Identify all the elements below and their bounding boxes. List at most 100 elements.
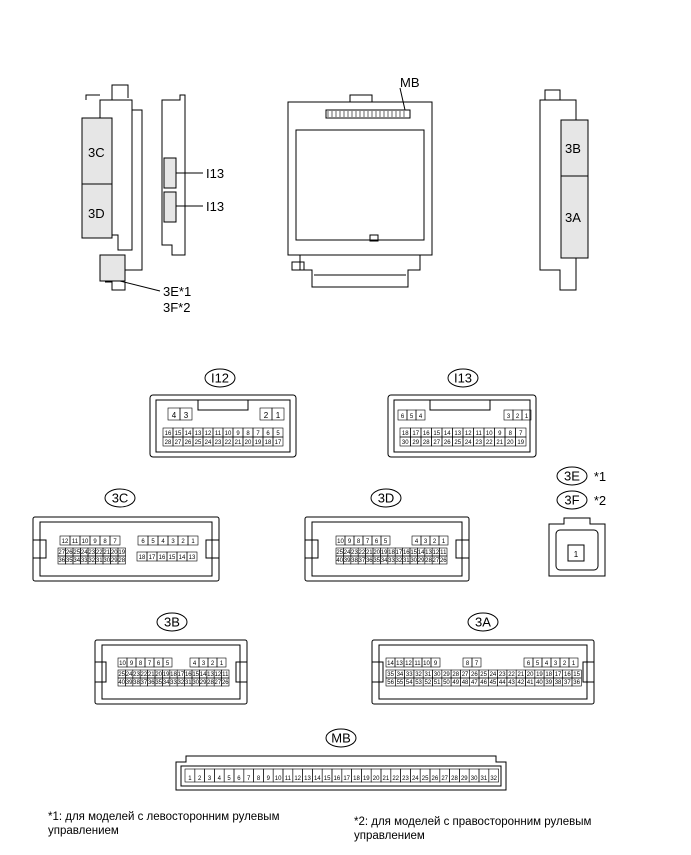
mb-row-pin: 12 [294,776,301,782]
i12-row-mid-pin: 11 [215,431,222,437]
c3c-row-top-right-cell [187,535,199,546]
i13-row-bot-pin: 27 [433,440,440,446]
i13-row-mid-pin: 13 [454,431,461,437]
c3c-row-bot-cell [117,555,126,565]
label-3e: 3E*1 [163,284,191,299]
c3a-row-top-left-pin: 9 [434,661,438,667]
label-3d: 3D [88,206,105,221]
c3a-row-bot-pin: 37 [564,680,571,686]
i12-row-bot-pin: 23 [215,440,222,446]
c3a-row-mid-pin: 24 [490,672,497,678]
c3a-row-mid-pin: 22 [508,672,515,678]
c3f-note: *2 [594,493,606,508]
c3a-row-bot-pin: 41 [527,680,534,686]
i13-row-top-right-pin: 2 [516,414,520,420]
c3c-row-top-left-pin: 7 [113,539,117,545]
c3a-row-mid-pin: 18 [545,672,552,678]
i13-row-bot-pin: 29 [412,440,419,446]
c3d-latch-r [455,539,469,559]
c3c-row-bot-pin: 29 [111,558,118,564]
c3a-row-top-right-pin: 4 [545,661,549,667]
c3c-latch-l [33,539,47,559]
c3b-inner [101,644,241,700]
c3b-row-mid-pin: 13 [207,672,214,678]
c3d-row-mid-pin: 22 [359,550,366,556]
unit-front-view: MB [287,75,433,288]
c3c-row-bot-pin: 33 [81,558,88,564]
c3d-row-top-right-cell [438,535,449,546]
label-i13: I13 [206,166,224,181]
unit-bracket-view: I13 I13 [161,94,224,256]
c3d-row-top-right-pin: 1 [442,539,446,545]
c3d-row-mid-pin: 25 [336,550,343,556]
c3a-oval [467,612,499,632]
i12-row-bot-pin: 21 [235,440,242,446]
c3b-row-mid-pin: 20 [155,672,162,678]
c3a-row-mid-pin: 25 [480,672,487,678]
mb-row-pin: 21 [383,776,390,782]
mb-row-pin: 23 [402,776,409,782]
mb-row-pin: 7 [247,776,251,782]
c3d-row-mid-pin: 11 [440,550,447,556]
mb-row-pin: 4 [218,776,222,782]
c3a-row-bot-pin: 49 [452,680,459,686]
i13-title: I13 [454,371,472,386]
c3d-title: 3D [378,491,395,506]
c3a-row-top-right-pin: 1 [572,661,576,667]
c3d-row-bot-pin: 28 [425,558,432,564]
c3c-row-mid-pin: 23 [88,550,95,556]
c3d-row-mid-pin: 20 [373,550,380,556]
i12-row-mid-pin: 15 [175,431,182,437]
c3d-row-mid-pin: 14 [418,550,425,556]
i12-row-bot-pin: 25 [195,440,202,446]
i12-row-mid-pin: 10 [225,431,232,437]
c3a-row-mid-pin: 32 [415,672,422,678]
c3e-inner [555,529,599,571]
i13-row-bot-pin: 22 [486,440,493,446]
c3a-row-mid-pin: 21 [518,672,525,678]
c3c-row-top-right-pin: 6 [141,539,145,545]
c3d-row-top-left-cell [380,535,391,546]
c3a-latch-r [582,661,594,683]
c3a-row-bot-pin: 45 [490,680,497,686]
c3c-row-mid-pin: 20 [111,550,118,556]
mb-row-pin: 2 [198,776,202,782]
c3d-row-bot-pin: 26 [440,558,447,564]
i13-row-mid-pin: 8 [509,431,513,437]
c3a-row-mid-pin: 29 [443,672,450,678]
i12-key [197,400,249,411]
c3b-row-bot-pin: 27 [215,680,222,686]
mb-row-pin: 11 [285,776,292,782]
i13-row-mid-pin: 11 [476,431,483,437]
c3c-row-top-right-pin: 3 [171,539,175,545]
c3a-row-top-left-pin: 12 [405,661,412,667]
c3d-row-top-left-pin: 8 [357,539,361,545]
c3c-row-right-pin: 14 [179,555,186,561]
c3d-row-bot-pin: 40 [336,558,343,564]
c3a-row-bot-pin: 56 [387,680,394,686]
c3c-row-bot-pin: 31 [96,558,103,564]
c3b-row-top-left-pin: 9 [130,661,134,667]
mb-row-pin: 18 [353,776,360,782]
c3f-oval [556,490,588,510]
c3a-row-bot-pin: 51 [434,680,441,686]
c3c-housing [32,516,220,582]
c3a-row-mid-pin: 16 [564,672,571,678]
i12-title: I12 [211,371,229,386]
c3e-housing [548,517,606,577]
c3a-row-top-mid-cell [471,657,482,668]
c3b-row-bot-pin: 35 [155,680,162,686]
i13-row-mid-pin: 9 [498,431,502,437]
i13-row-bot-pin: 23 [475,440,482,446]
i13-row-bot-cell [515,436,527,447]
c3d-row-bot-cell [439,555,448,565]
